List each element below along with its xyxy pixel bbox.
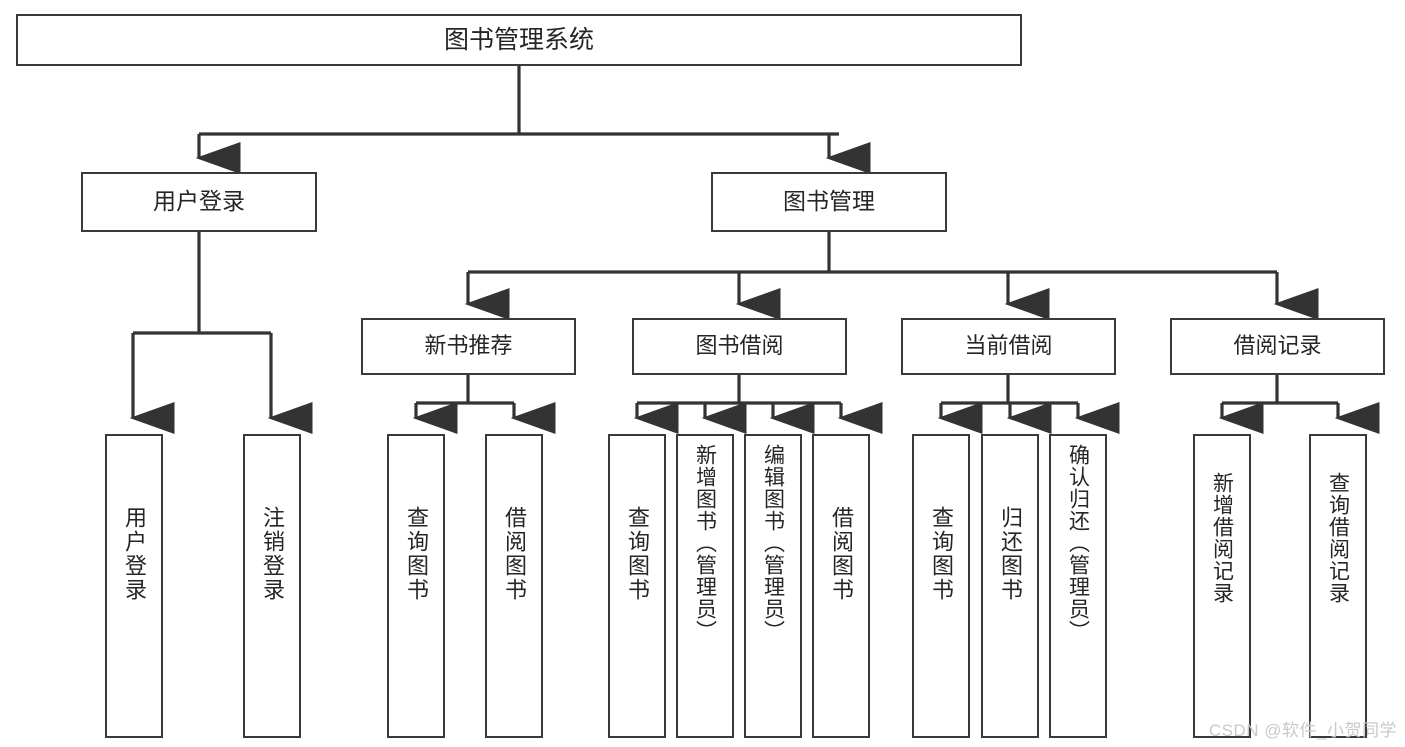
leaf-confirm-return-admin[interactable]: 确认归还（管理员） [1049, 434, 1107, 738]
node-book-management[interactable]: 图书管理 [711, 172, 947, 232]
node-label: 归还图书 [998, 506, 1023, 602]
node-borrow-record[interactable]: 借阅记录 [1170, 318, 1385, 375]
node-label: 查询图书 [625, 506, 650, 602]
node-label: 新增借阅记录 [1210, 472, 1234, 604]
node-label: 用户登录 [153, 188, 245, 215]
node-label: 当前借阅 [964, 333, 1053, 359]
leaf-borrow-book-action[interactable]: 借阅图书 [812, 434, 870, 738]
leaf-query-book-current[interactable]: 查询图书 [912, 434, 970, 738]
node-current-borrow[interactable]: 当前借阅 [901, 318, 1116, 375]
node-label: 查询借阅记录 [1326, 472, 1350, 604]
leaf-add-book-admin[interactable]: 新增图书（管理员） [676, 434, 734, 738]
node-label: 新书推荐 [424, 333, 513, 359]
node-label: 借阅图书 [502, 506, 527, 602]
node-label: 用户登录 [122, 506, 147, 602]
node-root-system[interactable]: 图书管理系统 [16, 14, 1022, 66]
leaf-user-login-action[interactable]: 用户登录 [105, 434, 163, 738]
leaf-query-book-borrow[interactable]: 查询图书 [608, 434, 666, 738]
leaf-edit-book-admin[interactable]: 编辑图书（管理员） [744, 434, 802, 738]
node-label: 注销登录 [260, 506, 285, 602]
node-label: 图书借阅 [695, 333, 784, 359]
node-label: 确认归还（管理员） [1066, 444, 1090, 642]
leaf-borrow-book-new[interactable]: 借阅图书 [485, 434, 543, 738]
leaf-query-borrow-record[interactable]: 查询借阅记录 [1309, 434, 1367, 738]
node-new-book-recommend[interactable]: 新书推荐 [361, 318, 576, 375]
leaf-add-borrow-record[interactable]: 新增借阅记录 [1193, 434, 1251, 738]
node-label: 图书管理系统 [443, 26, 594, 54]
leaf-return-book[interactable]: 归还图书 [981, 434, 1039, 738]
node-label: 编辑图书（管理员） [761, 444, 785, 642]
node-label: 借阅记录 [1233, 333, 1322, 359]
node-label: 借阅图书 [829, 506, 854, 602]
node-user-login[interactable]: 用户登录 [81, 172, 317, 232]
csdn-watermark: CSDN @软件_小贺同学 [1208, 721, 1397, 740]
node-label: 图书管理 [783, 188, 875, 215]
leaf-query-book-new[interactable]: 查询图书 [387, 434, 445, 738]
node-label: 查询图书 [929, 506, 954, 602]
leaf-logout[interactable]: 注销登录 [243, 434, 301, 738]
node-book-borrow[interactable]: 图书借阅 [632, 318, 847, 375]
node-label: 查询图书 [404, 506, 429, 602]
node-label: 新增图书（管理员） [693, 444, 717, 642]
